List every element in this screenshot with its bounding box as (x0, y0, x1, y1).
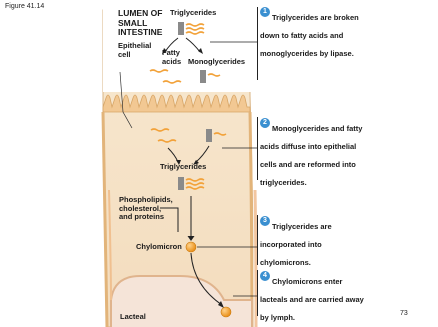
step-4-bar (257, 270, 258, 316)
step-3-bar (257, 215, 258, 265)
chylomicron-sphere-lacteal (221, 307, 231, 317)
page-number: 73 (400, 310, 408, 317)
step-4-callout: 4Chylomicrons enter lacteals and are car… (260, 271, 370, 325)
chylomicron-sphere (186, 242, 196, 252)
epithelial-cell-label: Epithelial cell (118, 42, 158, 59)
lacteal-outline (255, 190, 256, 327)
step-2-text: Monoglycerides and fatty acids diffuse i… (260, 124, 362, 187)
phospholipids-label: Phospholipids, cholesterol, and proteins (119, 196, 169, 222)
step-1-bar (257, 7, 258, 80)
monoglycerides-label: Monoglycerides (188, 58, 245, 67)
lacteal-label: Lacteal (120, 313, 146, 322)
step-1-badge: 1 (260, 7, 270, 17)
step-3-callout: 3Triglycerides are incorporated into chy… (260, 216, 372, 270)
step-1-text: Triglycerides are broken down to fatty a… (260, 13, 359, 58)
chylomicron-label: Chylomicron (136, 243, 182, 252)
step-1-callout: 1Triglycerides are broken down to fatty … (260, 7, 375, 61)
step-2-callout: 2Monoglycerides and fatty acids diffuse … (260, 118, 372, 190)
triglycerides-cell-label: Triglycerides (160, 163, 206, 172)
step-3-badge: 3 (260, 216, 270, 226)
fatty-acids-label: Fatty acids (162, 49, 187, 66)
triglycerides-top-label: Triglycerides (170, 9, 216, 18)
step-4-text: Chylomicrons enter lacteals and are carr… (260, 277, 364, 322)
step-2-badge: 2 (260, 118, 270, 128)
step-4-badge: 4 (260, 271, 270, 281)
step-2-bar (257, 117, 258, 180)
step-3-text: Triglycerides are incorporated into chyl… (260, 222, 332, 267)
